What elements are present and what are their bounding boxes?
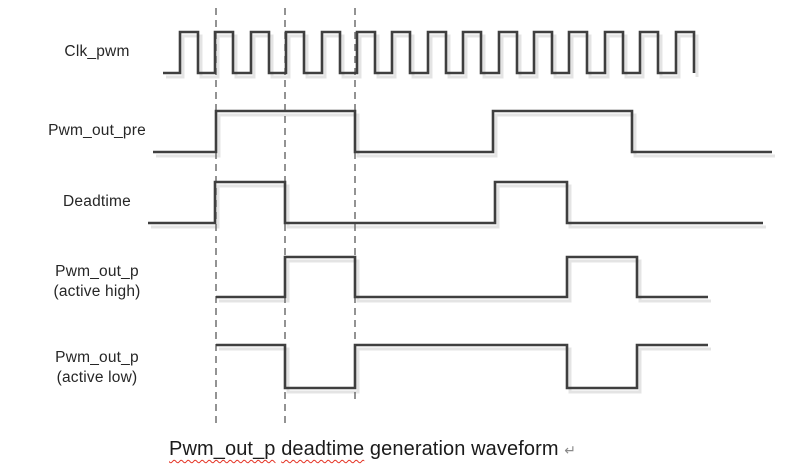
waveform-shadow-pwm-out-p-active-low bbox=[219, 347, 711, 394]
signal-label-line1: Pwm_out_p bbox=[55, 349, 139, 366]
signal-label-line1: Clk_pwm bbox=[64, 43, 130, 60]
caption: Pwm_out_p deadtime generation waveform ↵ bbox=[169, 438, 576, 461]
caption-word-deadtime: deadtime bbox=[281, 438, 365, 460]
paragraph-return-icon: ↵ bbox=[564, 442, 577, 458]
waveform-pwm-out-pre bbox=[153, 109, 772, 154]
signal-label-clk-pwm: Clk_pwm bbox=[22, 42, 172, 62]
caption-word-pwm-out-p: Pwm_out_p bbox=[169, 438, 276, 460]
waveform-pwm-out-p-active-low bbox=[216, 343, 708, 390]
caption-rest: generation waveform bbox=[364, 438, 565, 460]
signal-label-line1: Pwm_out_p bbox=[55, 263, 139, 280]
waveform-shadow-deadtime bbox=[151, 184, 766, 229]
signal-label-pwm-out-p-active-high: Pwm_out_p (active high) bbox=[22, 262, 172, 302]
signal-label-line2: (active low) bbox=[56, 369, 138, 386]
signal-label-line1: Deadtime bbox=[63, 193, 131, 210]
signal-label-line1: Pwm_out_pre bbox=[48, 122, 146, 139]
waveform-deadtime bbox=[148, 180, 763, 225]
waveform-shadow-pwm-out-pre bbox=[156, 113, 775, 158]
waveform-clk-pwm bbox=[163, 30, 696, 75]
signal-label-pwm-out-p-active-low: Pwm_out_p (active low) bbox=[22, 348, 172, 388]
waveform-shadow-pwm-out-p-active-high bbox=[219, 259, 711, 303]
waveform-pwm-out-p-active-high bbox=[216, 255, 708, 299]
signal-label-line2: (active high) bbox=[53, 283, 141, 300]
waveform-shadow-clk-pwm bbox=[166, 34, 699, 79]
signal-label-pwm-out-pre: Pwm_out_pre bbox=[22, 121, 172, 141]
signal-label-deadtime: Deadtime bbox=[22, 192, 172, 212]
